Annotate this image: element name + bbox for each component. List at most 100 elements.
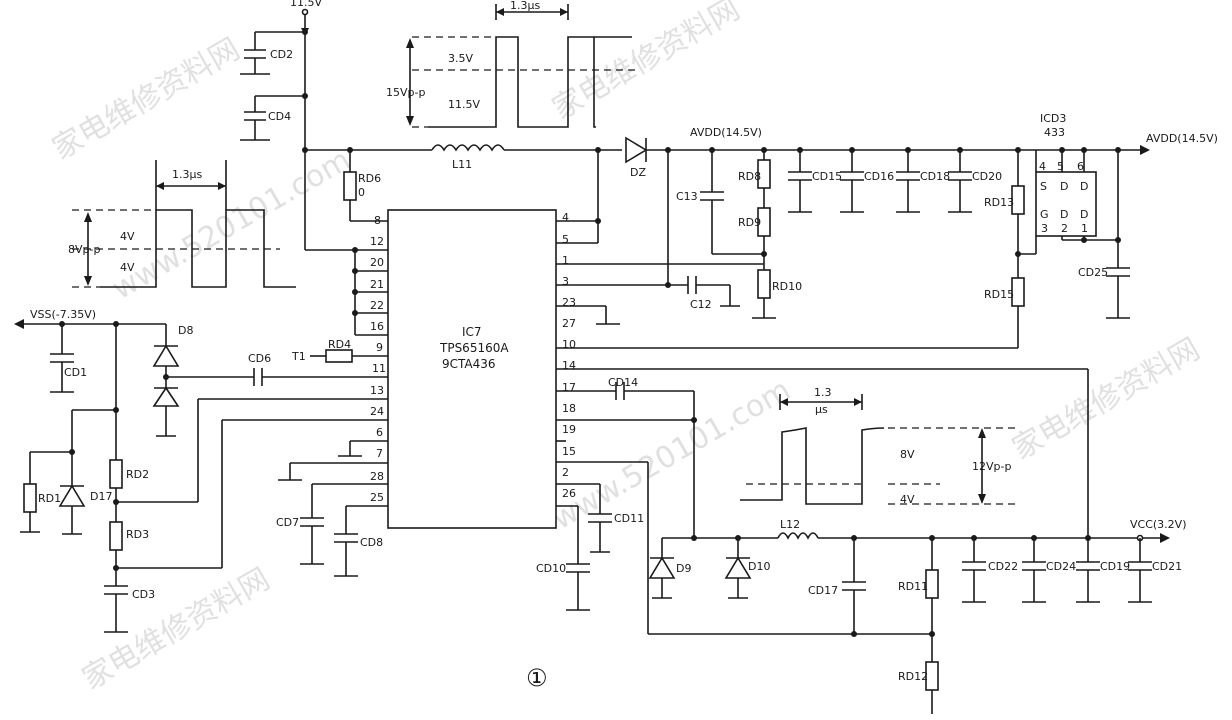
- w3-period-line1: 1.3: [814, 386, 832, 399]
- icd3-part: 433: [1044, 126, 1065, 139]
- pin-label: 5: [562, 233, 569, 246]
- rail-top-label: 11.5V: [290, 0, 322, 9]
- rd8-label: RD8: [738, 170, 761, 183]
- input-rail: 11.5V CD2 CD4 RD6 0 L11: [240, 0, 1036, 250]
- w3-period-line2: μs: [815, 403, 828, 416]
- waveform-1: 1.3μs 3.5V 15Vp-p 11.5V: [386, 0, 640, 128]
- icd3-pin: 6: [1077, 160, 1084, 173]
- w1-period: 1.3μs: [510, 0, 540, 12]
- icd3: ICD3 433 AVDD(14.5V) 4 5 6 S D D G D D 3…: [1035, 112, 1218, 319]
- waveform-3: 1.3 μs 8V 12Vp-p 4V: [740, 386, 1016, 506]
- l12-label: L12: [780, 518, 800, 531]
- vss-label: VSS(-7.35V): [30, 308, 96, 321]
- cd1-label: CD1: [64, 366, 87, 379]
- pin-label: 9: [376, 341, 383, 354]
- w1-high: 3.5V: [448, 52, 473, 65]
- w1-pp: 15Vp-p: [386, 86, 425, 99]
- cd11-label: CD11: [614, 512, 644, 525]
- pin-label: 8: [374, 214, 381, 227]
- icd3-letter: D: [1080, 208, 1088, 221]
- pin-label: 13: [370, 384, 384, 397]
- pin-label: 25: [370, 491, 384, 504]
- cd22-label: CD22: [988, 560, 1018, 573]
- pin-label: 15: [562, 445, 576, 458]
- watermark-cn: 家电维修资料网: [77, 562, 276, 697]
- pin-label: 22: [370, 299, 384, 312]
- vcc-label: VCC(3.2V): [1130, 518, 1187, 531]
- pin-label: 27: [562, 317, 576, 330]
- icd3-pin: 3: [1041, 222, 1048, 235]
- cd10-label: CD10: [536, 562, 566, 575]
- icd3-letter: D: [1080, 180, 1088, 193]
- cd7-label: CD7: [276, 516, 299, 529]
- w2-pp: 8Vp-p: [68, 243, 100, 256]
- cd6-label: CD6: [248, 352, 271, 365]
- cd2-label: CD2: [270, 48, 293, 61]
- pin-label: 2: [562, 466, 569, 479]
- vss-section: VSS(-7.35V) CD1 D8 RD2 RD3: [14, 308, 193, 633]
- pin-label: 12: [370, 235, 384, 248]
- cd21-label: CD21: [1152, 560, 1182, 573]
- rd6-value: 0: [358, 186, 365, 199]
- pin-label: 6: [376, 426, 383, 439]
- w1-low: 11.5V: [448, 98, 480, 111]
- icd3-letter: G: [1040, 208, 1049, 221]
- rd2-label: RD2: [126, 468, 149, 481]
- pin-label: 23: [562, 296, 576, 309]
- rd15-label: RD15: [984, 288, 1014, 301]
- l11-label: L11: [452, 158, 472, 171]
- cd8-label: CD8: [360, 536, 383, 549]
- pin-label: 14: [562, 359, 576, 372]
- w2-period: 1.3μs: [172, 168, 202, 181]
- waveform-2: 1.3μs 4V 8Vp-p 4V: [68, 160, 296, 288]
- avdd-section: RD8 RD9 RD10 CD15 CD16 CD18 CD20: [738, 147, 1037, 319]
- rd9-label: RD9: [738, 216, 761, 229]
- w2-high: 4V: [120, 230, 135, 243]
- pin-label: 21: [370, 278, 384, 291]
- w3-pp: 12Vp-p: [972, 460, 1011, 473]
- vcc-section: D9 D10 L12 VCC(3.2V) CD17 RD11 RD12: [648, 518, 1187, 714]
- rd10-label: RD10: [772, 280, 802, 293]
- pin-label: 19: [562, 423, 576, 436]
- avdd-out-label: AVDD(14.5V): [1146, 132, 1218, 145]
- ic7-right-wiring: C12 C13 CD14: [536, 147, 1089, 635]
- pin-label: 4: [562, 211, 569, 224]
- icd3-pin: 2: [1061, 222, 1068, 235]
- w3-low: 4V: [900, 493, 915, 506]
- rd3-label: RD3: [126, 528, 149, 541]
- icd3-letter: D: [1060, 180, 1068, 193]
- figure-mark: ①: [526, 664, 548, 692]
- cd4-label: CD4: [268, 110, 291, 123]
- rd12-label: RD12: [898, 670, 928, 683]
- rd13-label: RD13: [984, 196, 1014, 209]
- icd3-pin: 4: [1039, 160, 1046, 173]
- pin-label: 17: [562, 381, 576, 394]
- c12-label: C12: [690, 298, 712, 311]
- rd1-label: RD1: [38, 492, 61, 505]
- cd16-label: CD16: [864, 170, 894, 183]
- avdd-mid-label: AVDD(14.5V): [690, 126, 762, 139]
- rd11-label: RD11: [898, 580, 928, 593]
- pin-label: 18: [562, 402, 576, 415]
- ic7-part: TPS65160A: [439, 341, 509, 355]
- dz-label: DZ: [630, 166, 646, 179]
- watermark-cn: 家电维修资料网: [547, 0, 746, 127]
- icd3-pin: 5: [1057, 160, 1064, 173]
- cd20-label: CD20: [972, 170, 1002, 183]
- pin-label: 1: [562, 254, 569, 267]
- ic7-right-pins: 4 5 1 3 23 27 10 14 17 18 19 15 2 26: [562, 211, 576, 500]
- rd6-label: RD6: [358, 172, 381, 185]
- pin-label: 24: [370, 405, 384, 418]
- d10-label: D10: [748, 560, 770, 573]
- w3-high: 8V: [900, 448, 915, 461]
- watermark-url: www.520101.com: [547, 372, 797, 537]
- ic7-code: 9CTA436: [442, 357, 496, 371]
- icd3-letter: S: [1040, 180, 1047, 193]
- w2-low: 4V: [120, 261, 135, 274]
- cd18-label: CD18: [920, 170, 950, 183]
- cd15-label: CD15: [812, 170, 842, 183]
- watermark-cn: 家电维修资料网: [47, 32, 246, 167]
- cd14-label: CD14: [608, 376, 638, 389]
- pin-label: 28: [370, 470, 384, 483]
